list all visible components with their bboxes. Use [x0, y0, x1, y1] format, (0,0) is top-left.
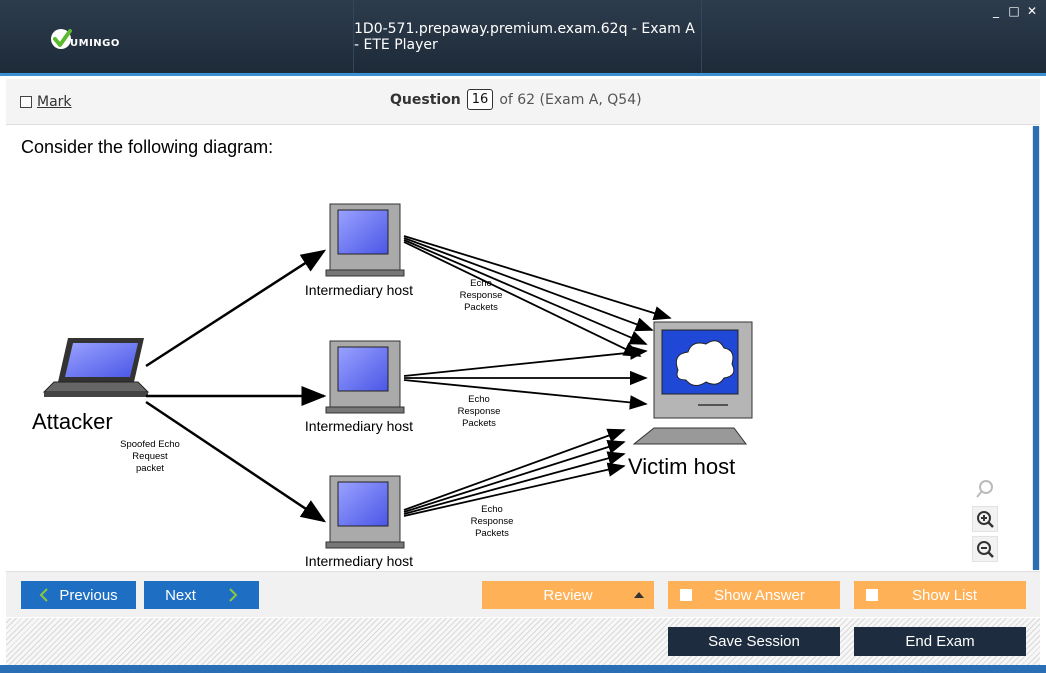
title-bar: UMINGO 1D0-571.prepaway.premium.exam.62q…	[0, 0, 1046, 76]
svg-text:Packets: Packets	[462, 418, 496, 429]
window-title-area: 1D0-571.prepaway.premium.exam.62q - Exam…	[353, 0, 702, 73]
zoom-in-icon[interactable]	[972, 506, 998, 532]
intermediary-host-icon	[325, 203, 405, 277]
show-answer-button[interactable]: Show Answer	[668, 581, 840, 609]
show-answer-label: Show Answer	[714, 586, 805, 604]
next-label: Next	[165, 586, 196, 604]
svg-text:Packets: Packets	[464, 302, 498, 313]
question-content: Consider the following diagram: Attacker…	[6, 126, 1040, 570]
show-list-checkbox[interactable]	[866, 589, 878, 601]
spoofed-label: Spoofed Echo Request packet	[120, 439, 180, 474]
echo-label-3: Echo Response Packets	[471, 504, 514, 539]
question-total: of 62 (Exam A, Q54)	[499, 91, 642, 108]
svg-text:Echo: Echo	[470, 278, 492, 289]
intermediary-label-1: Intermediary host	[305, 282, 413, 298]
victim-host-icon	[632, 321, 753, 445]
mark-checkbox[interactable]: Mark	[20, 94, 72, 110]
review-label: Review	[543, 586, 593, 604]
smurf-attack-diagram: Attacker Spoofed Echo Request packet Int…	[32, 203, 753, 569]
show-list-button[interactable]: Show List	[854, 581, 1026, 609]
svg-text:Packets: Packets	[475, 528, 509, 539]
minimize-button[interactable]: _	[993, 4, 999, 18]
show-answer-checkbox[interactable]	[680, 589, 692, 601]
echo-label-2: Echo Response Packets	[458, 394, 501, 429]
intermediary-label-3: Intermediary host	[305, 553, 413, 569]
vumingo-logo-icon	[51, 29, 72, 49]
content-scrollbar[interactable]	[1032, 126, 1040, 570]
attacker-laptop-icon	[42, 338, 150, 397]
close-button[interactable]: ✕	[1026, 4, 1038, 18]
review-button[interactable]: Review	[482, 581, 654, 609]
chevron-left-icon	[39, 588, 49, 602]
window-controls: _ □ ✕	[990, 4, 1038, 18]
previous-button[interactable]: Previous	[21, 581, 136, 609]
bottom-accent-bar	[0, 665, 1046, 673]
window-title: 1D0-571.prepaway.premium.exam.62q - Exam…	[354, 20, 695, 53]
svg-text:Response: Response	[471, 516, 514, 527]
mark-label: Mark	[37, 94, 72, 110]
svg-text:Echo: Echo	[481, 504, 503, 515]
footer-bar: Save Session End Exam	[6, 618, 1040, 665]
attacker-label: Attacker	[32, 409, 113, 434]
intermediary-host-icon	[325, 475, 405, 549]
intermediary-host-icon	[325, 340, 405, 414]
svg-text:packet: packet	[136, 463, 164, 474]
zoom-out-icon[interactable]	[972, 536, 998, 562]
question-label: Question	[390, 91, 461, 108]
intermediary-label-2: Intermediary host	[305, 418, 413, 434]
question-number-input[interactable]: 16	[466, 89, 494, 110]
checkbox-icon[interactable]	[20, 96, 32, 108]
echo-arrows	[403, 235, 672, 517]
navigation-bar: Previous Next Review Show Answer Show Li…	[6, 571, 1040, 617]
show-list-label: Show List	[912, 586, 978, 604]
question-number-area: Question 16 of 62 (Exam A, Q54)	[390, 89, 642, 110]
echo-label-1: Echo Response Packets	[460, 278, 503, 313]
attack-arrows	[145, 249, 327, 523]
victim-label: Victim host	[628, 454, 735, 479]
next-button[interactable]: Next	[144, 581, 259, 609]
caret-up-icon	[634, 592, 644, 598]
svg-text:Echo: Echo	[468, 394, 490, 405]
svg-text:Response: Response	[460, 290, 503, 301]
question-prompt: Consider the following diagram:	[21, 137, 274, 157]
end-exam-button[interactable]: End Exam	[854, 627, 1026, 656]
logo-text: UMINGO	[70, 38, 120, 49]
save-session-button[interactable]: Save Session	[668, 627, 840, 656]
previous-label: Previous	[59, 586, 118, 604]
question-header: Mark Question 16 of 62 (Exam A, Q54)	[6, 79, 1040, 125]
scrollbar-thumb[interactable]	[1033, 126, 1039, 570]
maximize-button[interactable]: □	[1008, 4, 1020, 18]
svg-text:Response: Response	[458, 406, 501, 417]
svg-text:Request: Request	[132, 451, 168, 462]
zoom-tools	[972, 476, 998, 562]
chevron-right-icon	[229, 588, 238, 602]
svg-text:Spoofed Echo: Spoofed Echo	[120, 439, 180, 450]
search-icon[interactable]	[972, 476, 998, 502]
